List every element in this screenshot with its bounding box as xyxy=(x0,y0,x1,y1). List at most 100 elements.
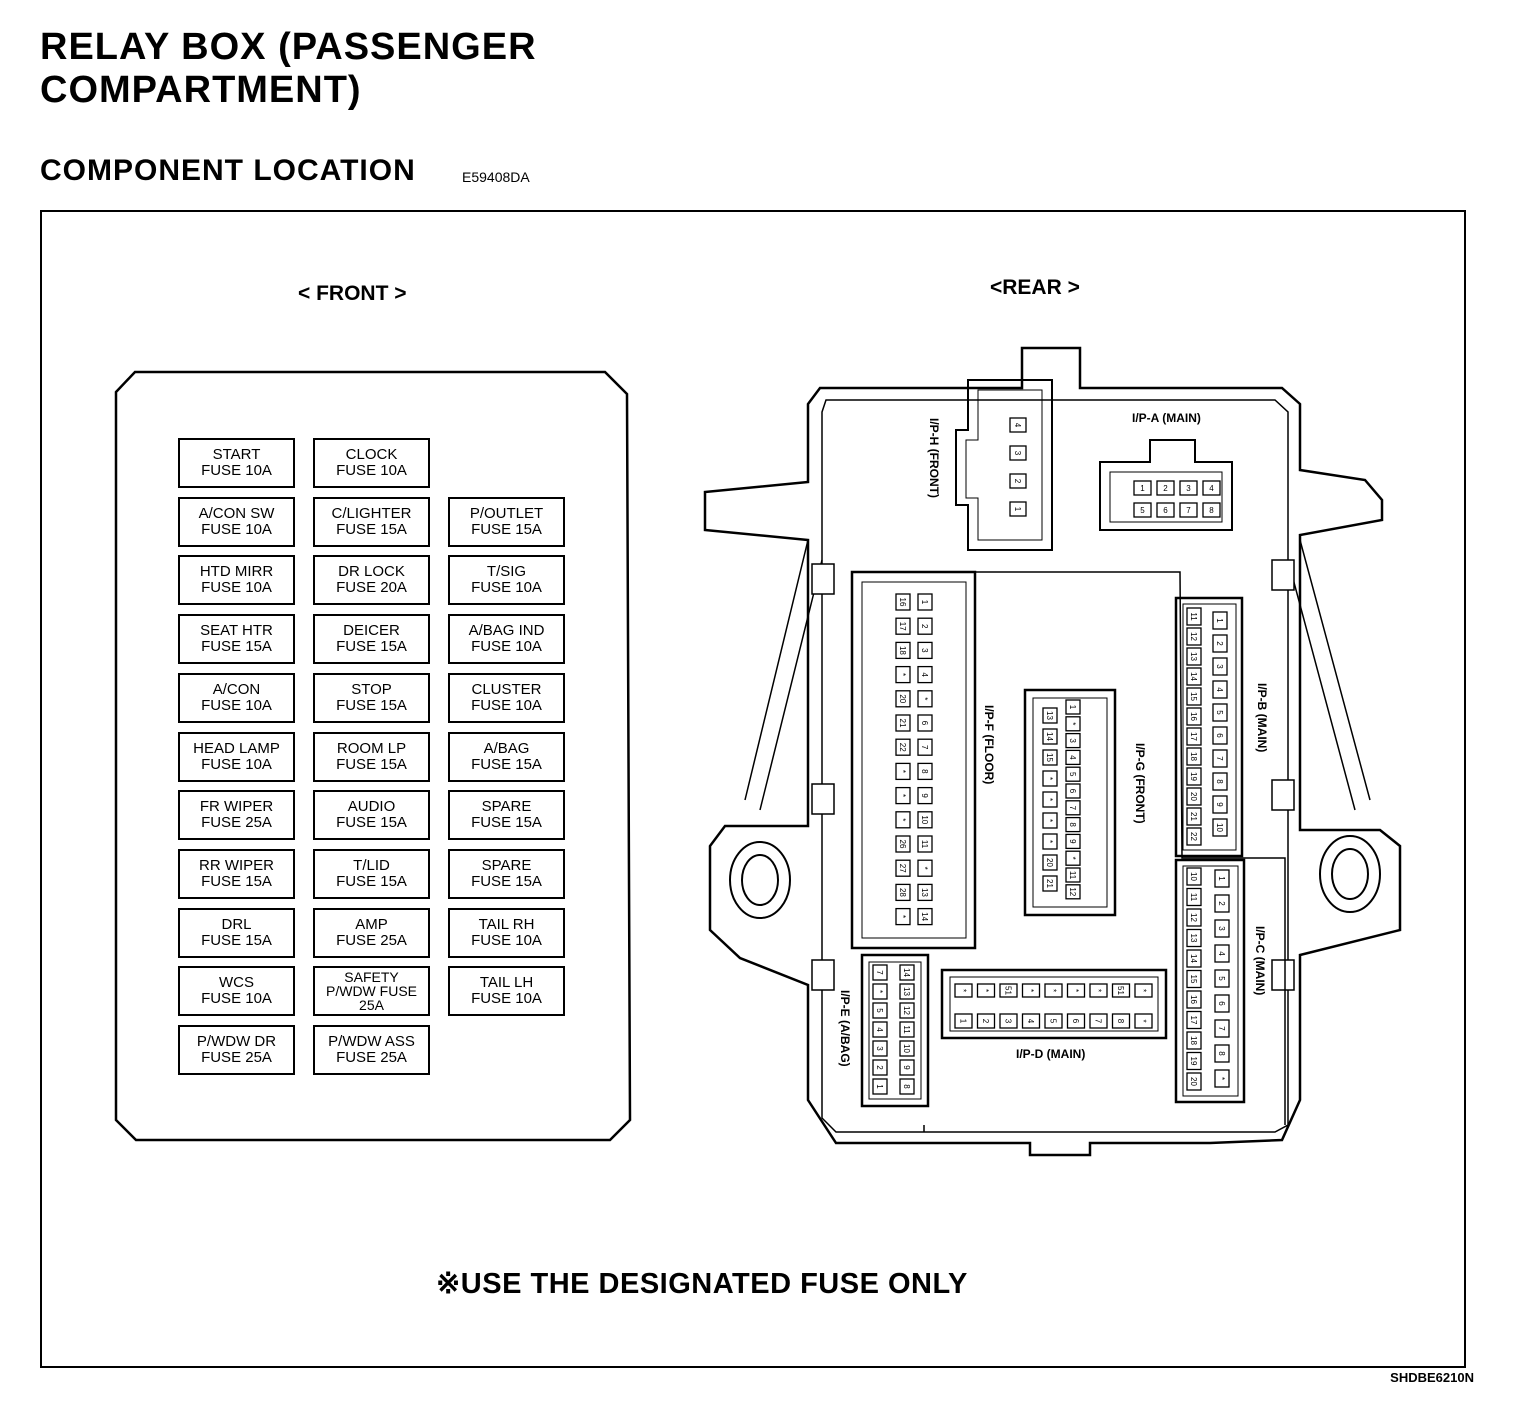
connector-pin: 5 xyxy=(1065,766,1081,782)
connector-pin: 19 xyxy=(1186,1051,1202,1071)
pin-number: 10 xyxy=(1189,872,1198,881)
pin-number: 3 xyxy=(1217,926,1226,931)
fuse-label-line: TAIL RH xyxy=(478,915,535,933)
fuse-label-line: WCS xyxy=(219,974,254,992)
page-title: RELAY BOX (PASSENGER COMPARTMENT) xyxy=(40,26,537,112)
connector-pin: 1 xyxy=(1009,501,1027,517)
fuse-label-line: STOP xyxy=(351,680,392,698)
connector-pin: 9 xyxy=(899,1059,915,1076)
figure-code: E59408DA xyxy=(462,169,530,185)
fuse-label-line: FUSE 10A xyxy=(471,696,542,714)
fuse-label-line: SPARE xyxy=(481,856,532,874)
pin-number: 6 xyxy=(1163,506,1168,515)
pin-number: * xyxy=(920,697,929,700)
pin-number: * xyxy=(875,990,884,993)
pin-number: 22 xyxy=(1189,832,1198,841)
connector-pin: 8 xyxy=(899,1078,915,1095)
fuse-label-line: FUSE 10A xyxy=(471,990,542,1008)
pin-number: 11 xyxy=(920,840,929,849)
connector-pin: * xyxy=(1066,983,1086,998)
fuse-label-line: AUDIO xyxy=(347,798,396,816)
connector-pin: 11 xyxy=(1065,867,1081,883)
connector-pin: 18 xyxy=(1186,1031,1202,1050)
pin-number: * xyxy=(898,794,907,797)
ip-g-connector xyxy=(1023,688,1117,917)
pin-number: 21 xyxy=(1189,812,1198,821)
ip-f-label: I/P-F (FLOOR) xyxy=(982,705,996,784)
pin-number: 2 xyxy=(920,624,929,629)
fuse-label-line: SPARE xyxy=(481,798,532,816)
pin-number: 4 xyxy=(1209,484,1214,493)
connector-pin: 12 xyxy=(1065,884,1081,900)
fuse-label-line: P/WDW ASS xyxy=(328,1033,415,1050)
connector-pin: 16 xyxy=(1186,707,1202,726)
pin-number: 3 xyxy=(1068,738,1077,743)
fuse-label-line: FR WIPER xyxy=(199,798,274,816)
connector-pin: * xyxy=(1021,983,1041,998)
connector-pin: 9 xyxy=(1065,833,1081,850)
connector-pin: 6 xyxy=(1065,783,1081,799)
right-mounting-hole-icon xyxy=(1319,835,1381,913)
left-mounting-hole-icon xyxy=(729,841,791,919)
ip-b-connector xyxy=(1174,596,1244,858)
connector-pin: 11 xyxy=(1186,887,1202,907)
fuse-label-line: TAIL LH xyxy=(479,974,534,992)
connector-pin: * xyxy=(954,983,973,998)
connector-pin: 14 xyxy=(917,907,933,926)
connector-pin: 6 xyxy=(1214,994,1230,1013)
pin-number: 7 xyxy=(1068,806,1077,811)
connector-pin: 11 xyxy=(1186,607,1202,626)
pin-number: 10 xyxy=(1215,823,1224,832)
fuse-label-line: FUSE 15A xyxy=(201,638,272,656)
connector-pin: 6 xyxy=(917,714,933,732)
connector-pin: 14 xyxy=(899,964,915,981)
connector-pin: * xyxy=(1134,1013,1153,1029)
connector-pin: 12 xyxy=(1186,908,1202,927)
fuse-label-line: FUSE 25A xyxy=(201,814,272,832)
connector-pin: 4 xyxy=(917,665,933,684)
fuse-label-line: FUSE 10A xyxy=(471,579,542,597)
fuse-label-line: FUSE 10A xyxy=(201,755,272,773)
title-line-2: COMPARTMENT) xyxy=(40,69,362,111)
pin-number: 9 xyxy=(1068,839,1077,844)
fuse-label-line: FUSE 10A xyxy=(201,990,272,1008)
fuse-label-line: FUSE 15A xyxy=(336,814,407,832)
pin-number: 19 xyxy=(1189,772,1198,781)
ip-c-label: I/P-C (MAIN) xyxy=(1253,926,1267,995)
connector-pin: * xyxy=(1089,983,1108,998)
pin-number: 9 xyxy=(902,1065,911,1070)
connector-pin: 8 xyxy=(1202,502,1221,518)
pin-number: 15 xyxy=(1045,753,1054,762)
connector-pin: * xyxy=(872,983,888,1000)
pin-number: 1 xyxy=(1013,507,1022,512)
connector-pin: 10 xyxy=(1186,867,1202,886)
connector-pin: * xyxy=(1042,791,1058,808)
connector-pin: 2 xyxy=(872,1059,888,1076)
pin-number: 22 xyxy=(898,743,907,752)
pin-number: 9 xyxy=(920,793,929,798)
connector-pin: 1 xyxy=(917,593,933,611)
pin-number: 4 xyxy=(1068,755,1077,760)
pin-number: 10 xyxy=(902,1044,911,1053)
ip-f-connector xyxy=(850,570,977,950)
pin-number: 1 xyxy=(959,1019,968,1024)
pin-number: 16 xyxy=(1189,995,1198,1004)
fuse-label-line: FUSE 15A xyxy=(201,931,272,949)
fuse-label-line: CLUSTER xyxy=(471,680,542,698)
connector-pin: 11 xyxy=(917,835,933,853)
connector-pin: 21 xyxy=(895,714,911,732)
pin-number: 13 xyxy=(920,888,929,897)
pin-number: * xyxy=(898,770,907,773)
pin-number: 20 xyxy=(1189,1077,1198,1086)
pin-number: 5 xyxy=(1049,1019,1058,1024)
connector-pin: 3 xyxy=(917,641,933,660)
